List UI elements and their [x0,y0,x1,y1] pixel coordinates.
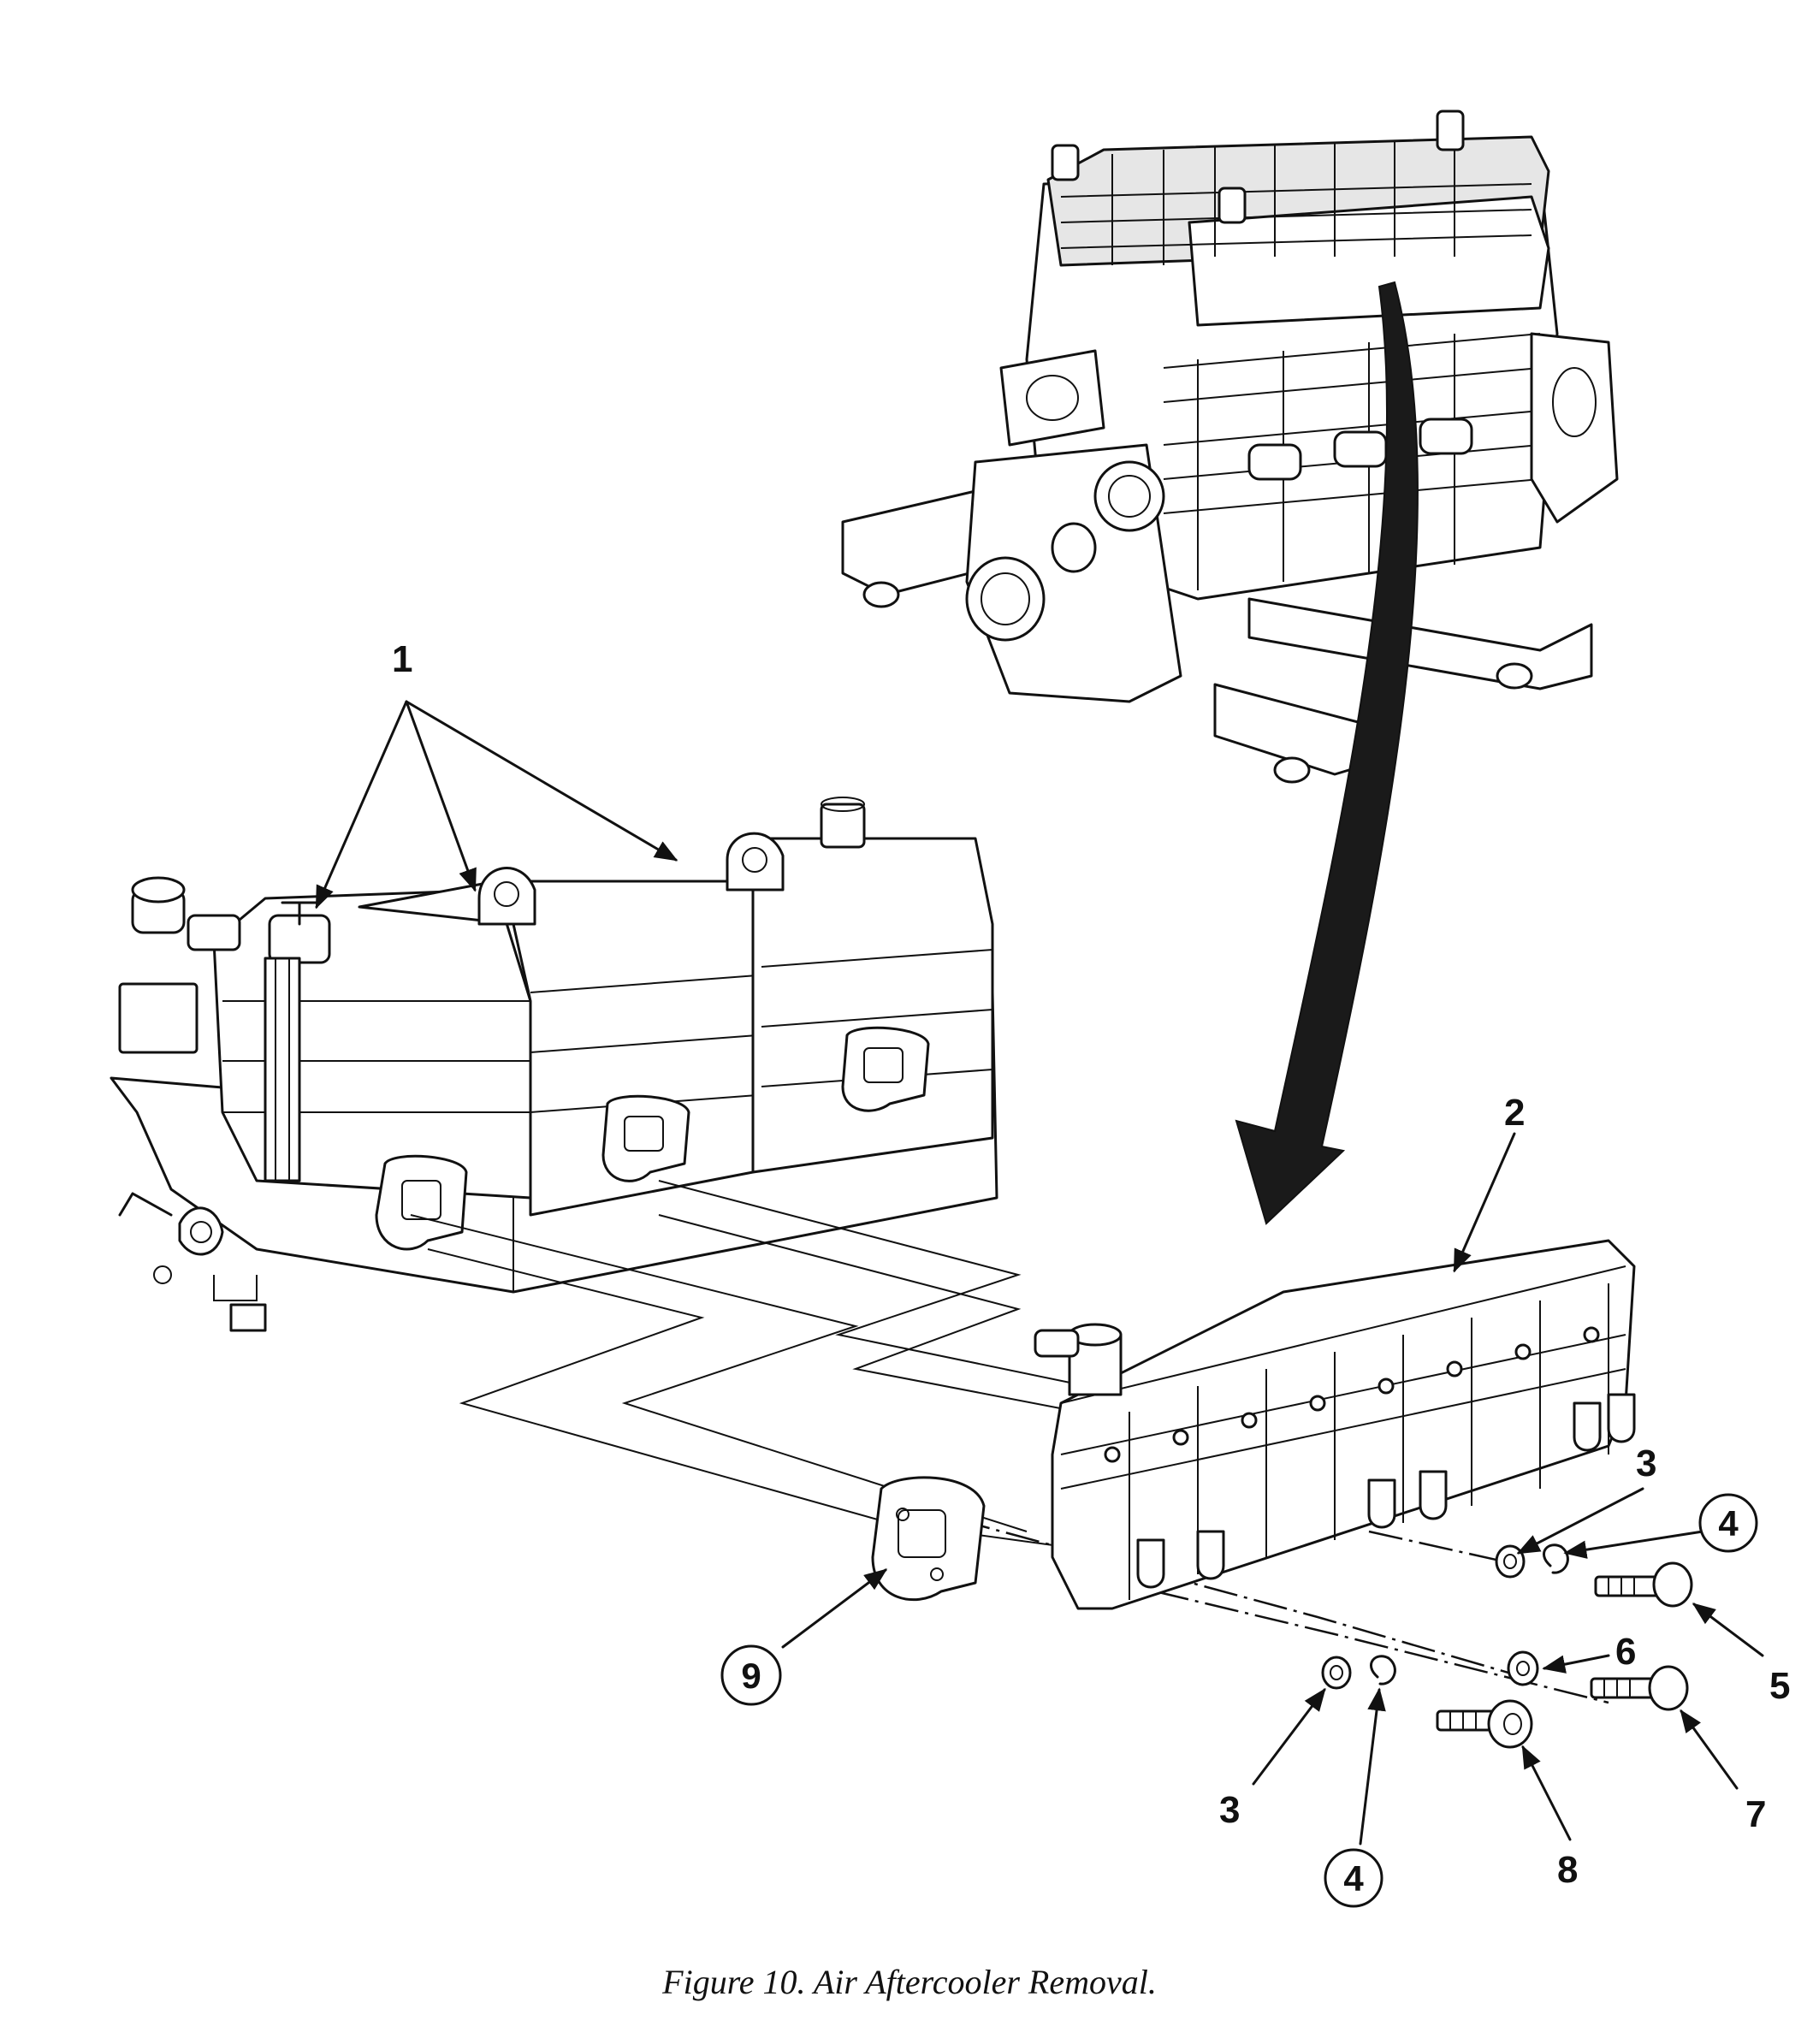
callout-1: 1 [392,638,412,680]
cooler-mounting-tabs [1136,1393,1636,1589]
figure-caption: Figure 10. Air Aftercooler Removal. [661,1963,1157,2001]
gasket-part [871,1476,986,1602]
capscrew-5 [1594,1561,1693,1608]
callout-4-lower: 4 [1343,1858,1364,1899]
callout-4-lower-circle [1324,1848,1383,1908]
callout-3-lower: 3 [1219,1789,1240,1831]
air-aftercooler-assembly [1034,1239,1636,1610]
housing-ports [375,1026,930,1251]
engine-on-stand-illustration [841,110,1619,784]
cooler-cover-bolts [1104,1326,1600,1463]
socket-head-screw-8 [1436,1699,1533,1749]
callout-9: 9 [741,1656,761,1696]
washer-6 [1507,1650,1539,1686]
capscrew-7 [1590,1665,1689,1711]
lock-washer-upper [1543,1543,1569,1574]
flat-washer-upper [1495,1544,1526,1579]
flat-washer-lower [1321,1656,1352,1690]
callout-9-circle [720,1644,782,1706]
removal-direction-arrow [1235,281,1419,1225]
callout-8: 8 [1557,1849,1578,1891]
callout-3-upper: 3 [1636,1443,1656,1484]
callout-4-upper-circle [1698,1493,1758,1553]
engine-intake-section-illustration [110,797,998,1332]
callout-2: 2 [1504,1092,1525,1134]
leader-lines [315,700,1764,1846]
callout-7: 7 [1745,1793,1766,1835]
callout-6: 6 [1615,1631,1636,1673]
callout-4-upper: 4 [1718,1503,1739,1543]
lock-washer-lower [1370,1655,1396,1686]
callout-5: 5 [1769,1665,1790,1707]
